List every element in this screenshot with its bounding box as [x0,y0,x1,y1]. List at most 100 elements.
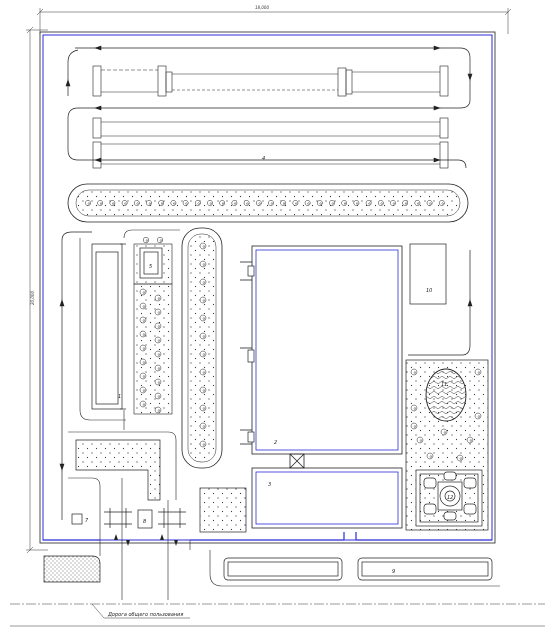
label-8: 8 [143,519,146,525]
tree-symbol-mark [142,389,145,392]
tree-symbol-mark [100,202,102,205]
tree-symbol-mark [270,202,273,205]
tree-symbol-mark [136,202,139,205]
label-12: 12 [447,495,453,501]
storage-row-1 [92,65,449,97]
tree-symbol-mark [197,202,200,205]
tree-symbol-mark [173,202,176,205]
tree-symbol-mark [441,202,444,205]
tree-symbol-mark [142,291,145,294]
tree-symbol-mark [142,319,145,322]
tree-symbol-mark [344,202,346,205]
label-3: 3 [268,482,271,488]
recreation-trees [410,368,482,462]
tree-symbol-mark [157,395,160,398]
exit-arrows [114,534,178,546]
parking-9 [223,557,493,581]
label-9: 9 [392,569,395,575]
structure-7 [71,513,83,525]
tree-symbol-mark [142,375,145,378]
exit-roads [99,540,500,600]
tree-symbol-mark [413,407,416,410]
tree-symbol-mark [142,361,145,364]
building-10 [409,243,447,305]
small-structure-5 [139,247,163,279]
tree-symbol-mark [209,202,212,205]
tree-symbol-mark [157,311,160,314]
tree-symbol-mark [221,202,224,205]
left-dimension-label: 20,000 [30,291,35,305]
tree-symbol-mark [185,202,188,205]
building-3 [251,467,403,529]
tree-symbol-mark [246,202,249,205]
vertical-tree-strip [181,227,223,469]
tree-symbol-mark [142,305,145,308]
tree-symbol-mark [157,339,160,342]
public-road [10,603,545,627]
tree-symbol-mark [160,202,163,205]
planting-square [199,487,247,533]
tree-symbol-mark [202,371,205,374]
fence-bottom [43,532,492,541]
tree-symbol-mark [157,367,160,370]
tree-symbol-mark [368,202,371,205]
tree-symbol-mark [331,202,334,205]
label-2: 2 [274,440,277,446]
tree-symbol-mark [202,317,205,320]
tree-symbol-mark [142,403,145,406]
gate-8 [104,508,186,529]
public-road-label: Дорога общего пользования [107,612,183,618]
label-11: 11 [441,382,447,388]
label-1: 1 [118,394,121,400]
tree-symbol-mark [202,425,205,428]
gate-cross [289,453,305,469]
top-dimension-label: 18,000 [255,5,269,10]
tree-symbol-mark [202,299,205,302]
tree-symbol-mark [159,239,162,242]
tree-symbol-mark [148,202,151,205]
label-7: 7 [85,518,89,524]
tree-symbol-mark [417,202,420,205]
tree-symbol-mark [157,381,160,384]
tree-symbol-mark [202,245,205,248]
alley-trees [85,200,445,206]
tree-symbol-mark [413,425,416,428]
tree-symbol-mark [380,202,383,205]
tree-symbol-mark [319,202,322,205]
tree-symbol-mark [258,202,261,205]
tree-symbol-mark [307,202,310,205]
building-1 [91,243,126,410]
gravel-pad [43,555,101,583]
tree-symbol-mark [392,202,395,205]
storage-row-2 [92,117,449,169]
tree-symbol-mark [295,202,298,205]
tree-symbol-mark [157,409,160,412]
road-arrows [59,45,473,471]
pond [425,368,467,422]
internal-road [61,47,471,520]
tree-symbol-mark [202,335,205,338]
top-dimension [36,8,512,34]
tree-symbol-mark [145,239,148,242]
tree-symbol-mark [142,347,145,350]
tree-symbol-mark [87,202,90,205]
tree-symbol-mark [202,353,205,356]
tree-symbol-mark [413,371,416,374]
tree-symbol-mark [459,457,462,460]
tree-symbol-mark [356,202,359,205]
tree-symbol-mark [202,407,205,410]
tree-symbol-mark [112,202,115,205]
tree-symbol-mark [202,389,205,392]
tree-symbol-mark [202,443,205,446]
building-1-road [79,229,180,430]
tree-symbol-mark [157,353,160,356]
tree-symbol-mark [477,371,480,374]
lower-left-road [68,431,177,540]
tree-symbol-mark [419,439,422,442]
tree-symbol-mark [202,263,205,266]
tree-symbol-mark [477,415,480,418]
main-building-2 [240,245,403,455]
tree-symbol-mark [202,281,205,284]
orchard-trees [139,236,164,414]
